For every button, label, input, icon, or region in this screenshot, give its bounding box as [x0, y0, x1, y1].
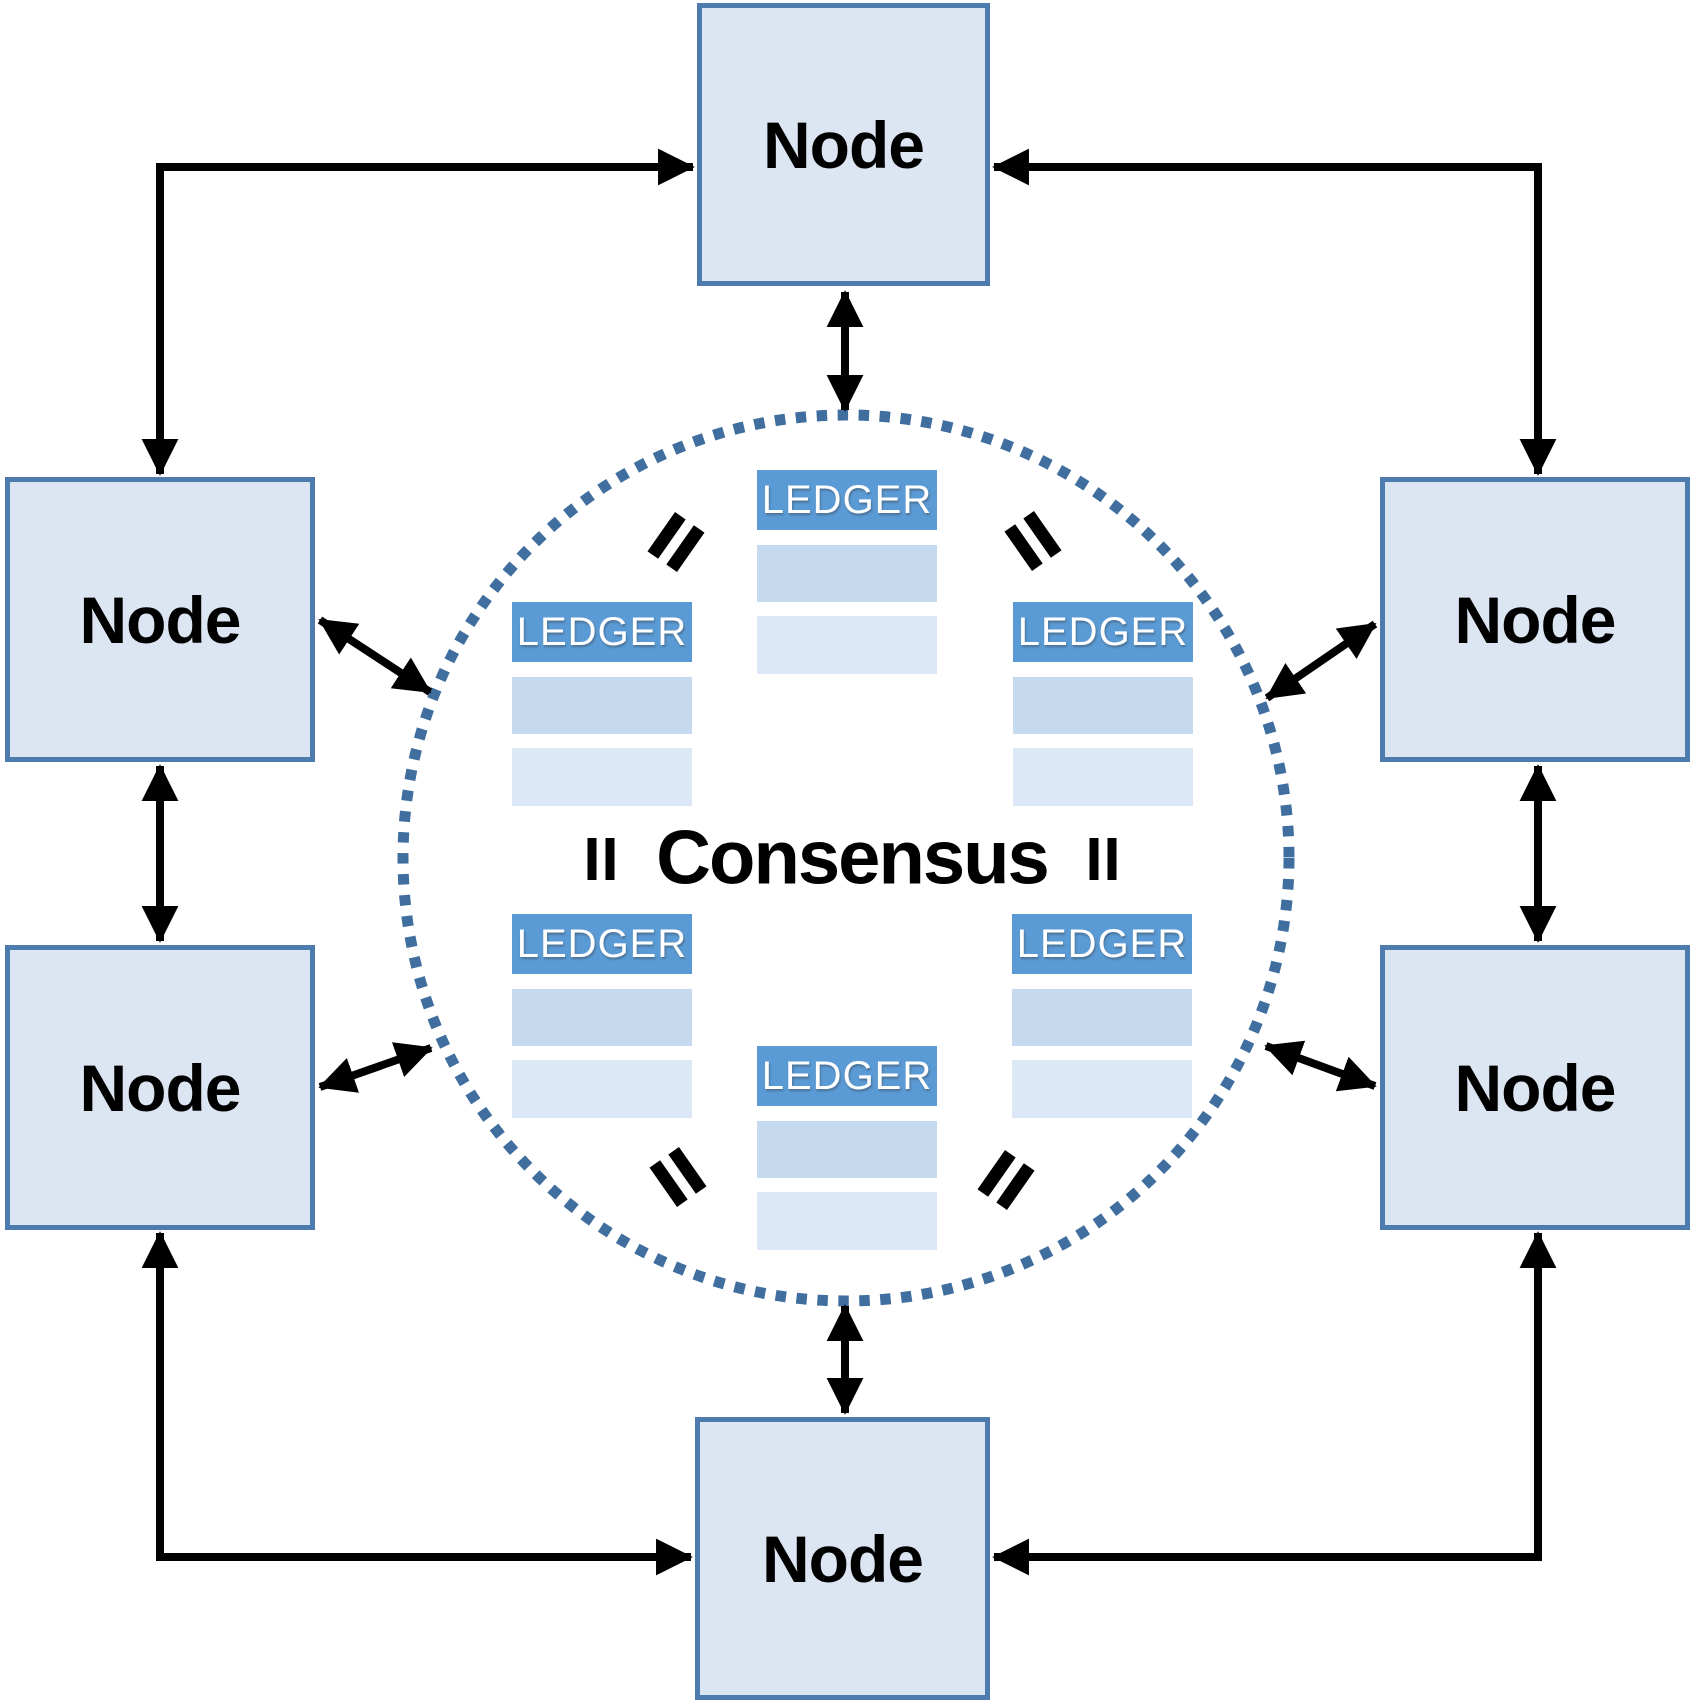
- node-box-lower-left: Node: [5, 945, 315, 1230]
- ledger-row: [512, 677, 692, 734]
- arrow-upper-right-to-top: [992, 148, 1557, 476]
- consensus-circle: [397, 409, 1295, 1307]
- consensus-label: Consensus: [656, 815, 1050, 901]
- ledger-row: [512, 1060, 692, 1118]
- node-box-upper-right: Node: [1380, 477, 1690, 762]
- equals-icon-middle-right: [1089, 838, 1117, 880]
- equals-icon-lower-right: [977, 1150, 1035, 1210]
- ledger-row: [1012, 989, 1192, 1046]
- equals-icon-lower-left: [649, 1147, 707, 1207]
- ledger-row: [757, 616, 937, 674]
- arrow-lower-right-to-bottom: [992, 1231, 1557, 1576]
- ledger-header: LEDGER: [1013, 602, 1193, 662]
- ledger-row: [512, 989, 692, 1046]
- ledger-header: LEDGER: [1012, 914, 1192, 974]
- ledger-block-lower-right: LEDGER: [1012, 914, 1192, 1118]
- arrow-upper-left-to-top: [141, 148, 695, 476]
- ledger-row: [757, 1121, 937, 1178]
- ledger-header: LEDGER: [757, 1046, 937, 1106]
- equals-icon-middle-left: [587, 838, 615, 880]
- arrow-upper-left-node-to-circle: [317, 616, 433, 696]
- node-box-bottom: Node: [695, 1417, 990, 1700]
- ledger-header: LEDGER: [512, 914, 692, 974]
- node-label: Node: [79, 582, 242, 657]
- node-label: Node: [762, 1521, 924, 1596]
- node-label: Node: [763, 107, 925, 182]
- node-box-top: Node: [697, 3, 990, 286]
- arrow-lower-left-node-to-circle: [318, 1042, 433, 1093]
- ledger-header: LEDGER: [757, 470, 937, 530]
- equals-icon-upper-right: [1004, 511, 1062, 571]
- ledger-block-lower-left: LEDGER: [512, 914, 692, 1118]
- node-label: Node: [79, 1050, 242, 1125]
- ledger-row: [1012, 1060, 1192, 1118]
- node-box-upper-left: Node: [5, 477, 315, 762]
- ledger-row: [1013, 748, 1193, 806]
- arrow-lower-left-to-bottom: [141, 1231, 693, 1576]
- arrow-upper-right-node-to-circle: [1264, 620, 1378, 702]
- ledger-header: LEDGER: [512, 602, 692, 662]
- equals-icon-upper-left: [647, 512, 705, 572]
- ledger-row: [757, 1192, 937, 1250]
- ledger-block-bottom: LEDGER: [757, 1046, 937, 1250]
- node-label: Node: [1454, 582, 1617, 657]
- arrow-lower-right-node-to-circle: [1264, 1040, 1377, 1092]
- ledger-row: [512, 748, 692, 806]
- ledger-block-top: LEDGER: [757, 470, 937, 674]
- ledger-row: [1013, 677, 1193, 734]
- node-box-lower-right: Node: [1380, 945, 1690, 1230]
- ledger-block-upper-right: LEDGER: [1013, 602, 1193, 806]
- node-label: Node: [1454, 1050, 1617, 1125]
- ledger-row: [757, 545, 937, 602]
- ledger-block-upper-left: LEDGER: [512, 602, 692, 806]
